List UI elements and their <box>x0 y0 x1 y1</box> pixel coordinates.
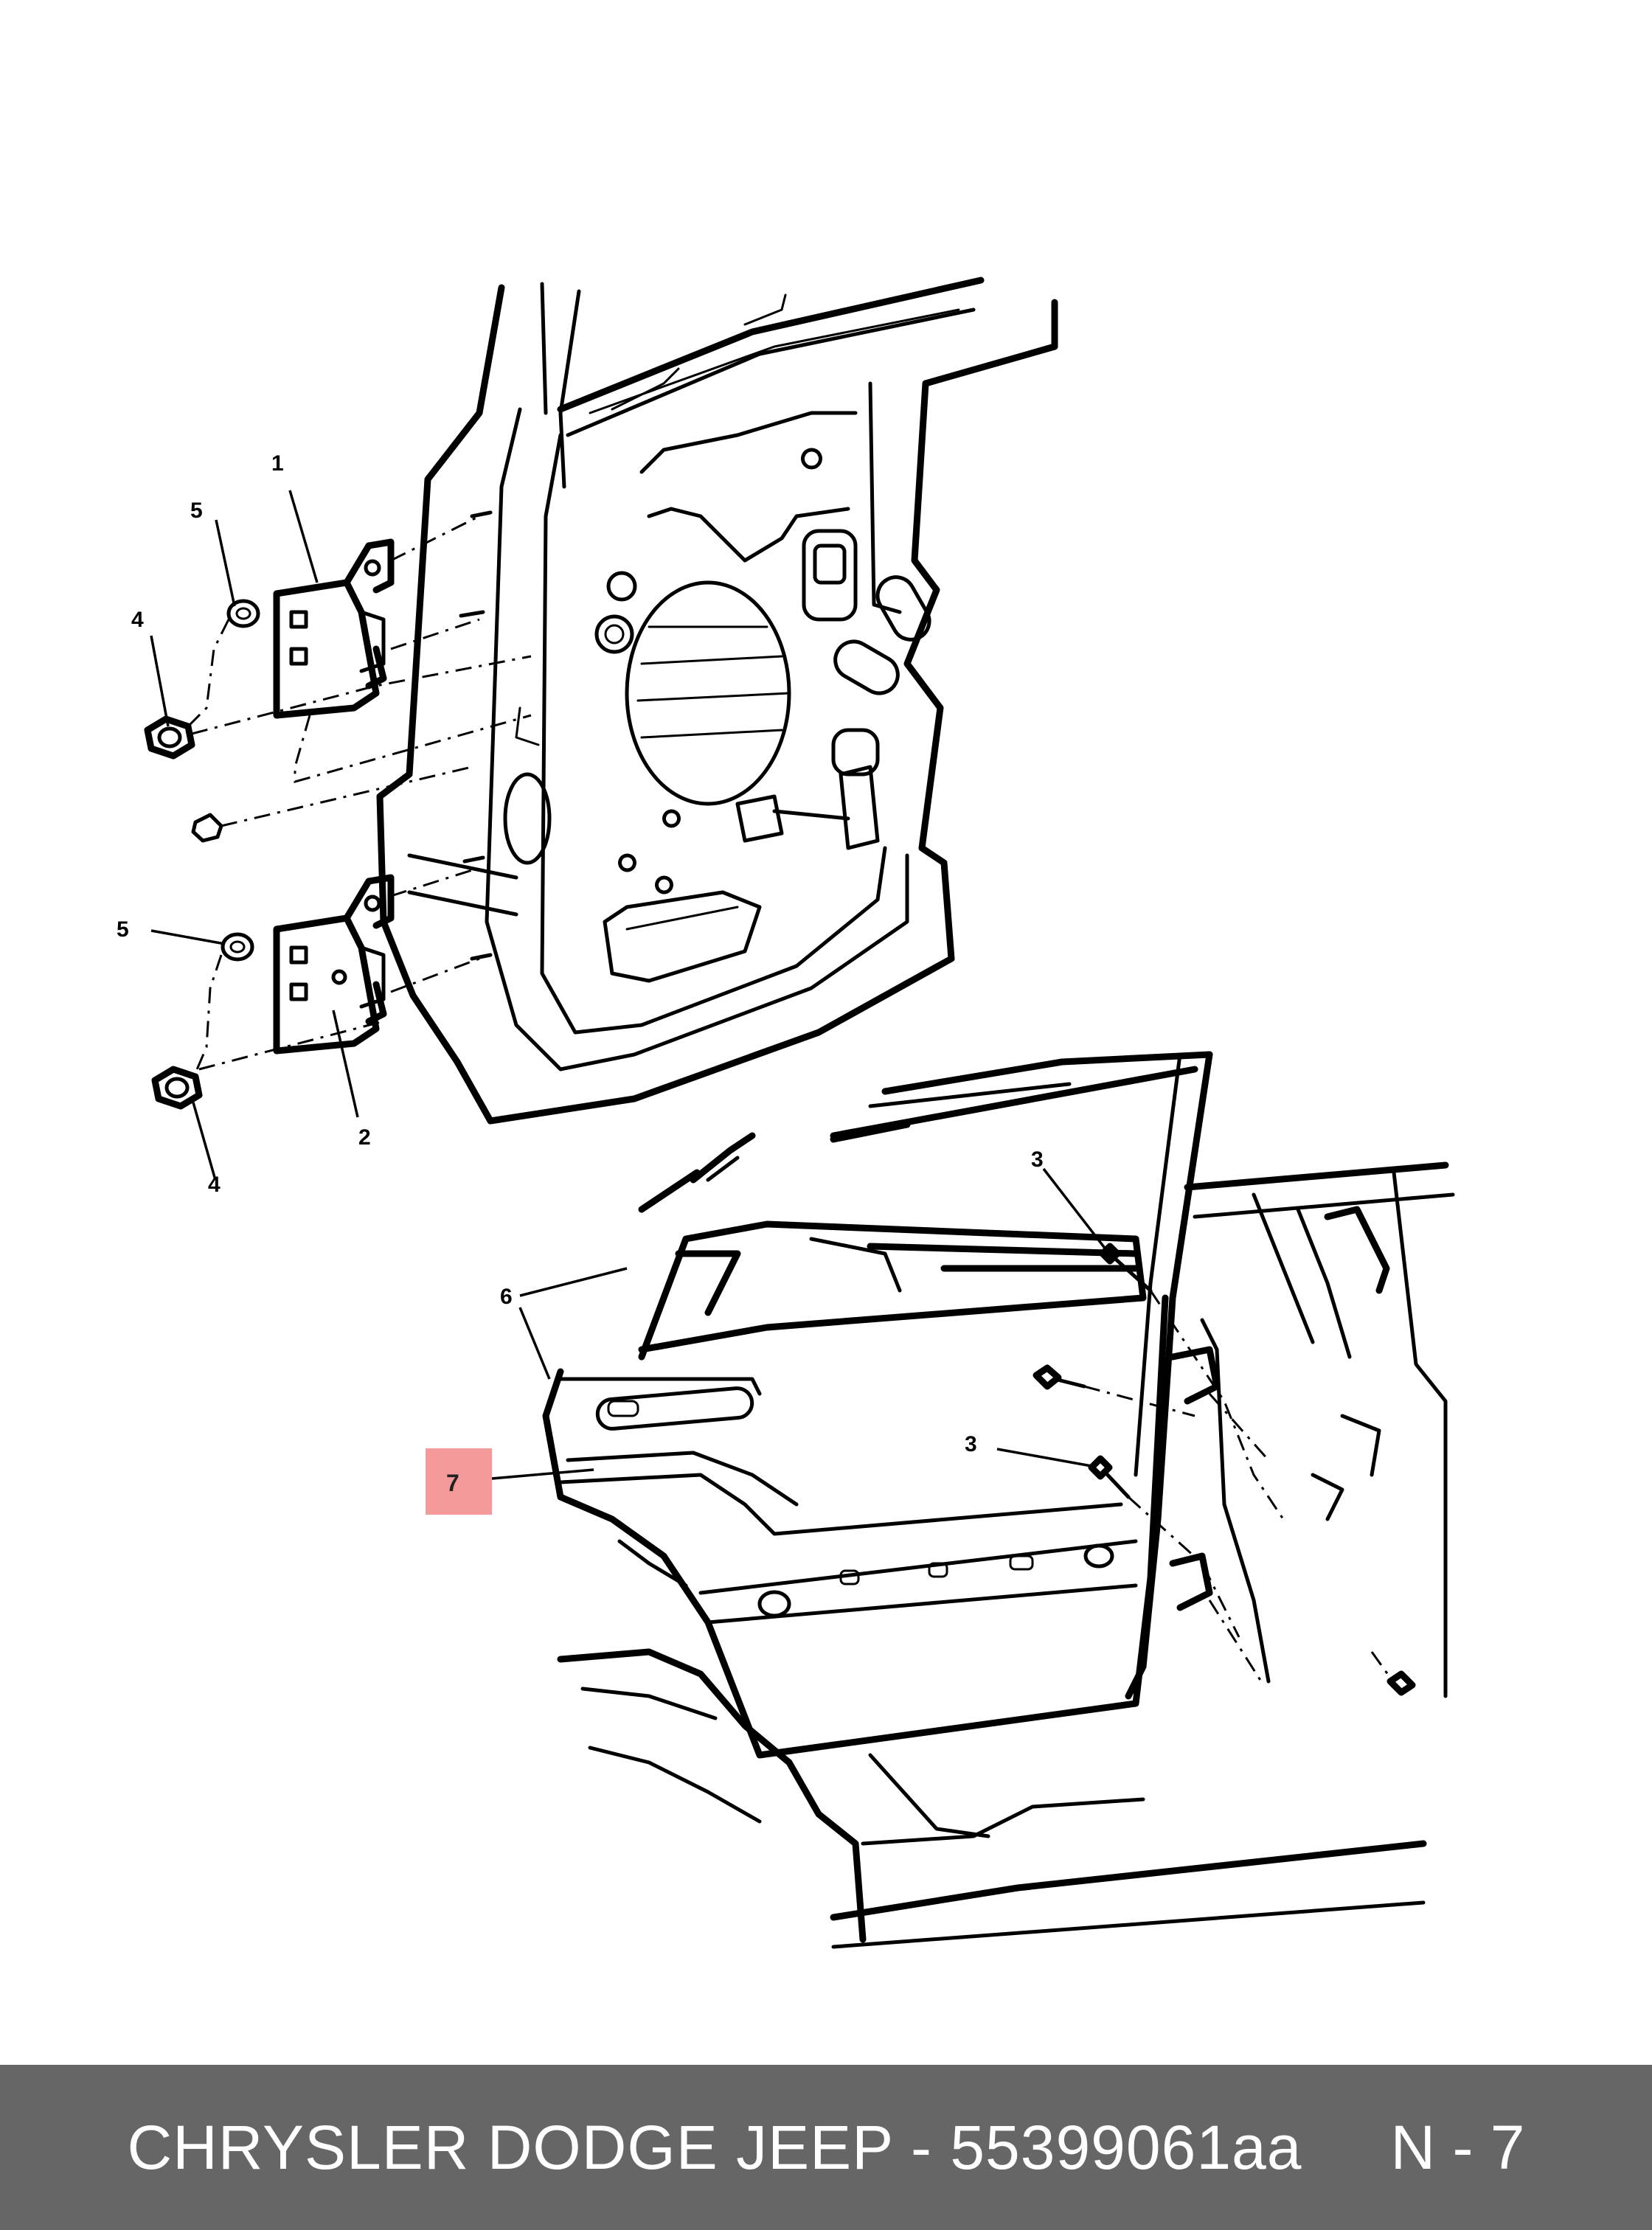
hinge-fasteners <box>144 510 493 1110</box>
alignment-lines <box>187 515 532 1074</box>
callout-7: 7 <box>446 1470 459 1496</box>
callout-3-upper: 3 <box>1031 1147 1044 1172</box>
callout-1: 1 <box>271 451 284 476</box>
rear-door-assembly <box>542 1051 1455 1949</box>
callout-labels: 1 5 4 5 2 4 3 3 6 7 <box>117 451 1044 1515</box>
door-inner-panel <box>376 277 1058 1125</box>
part-number-title: CHRYSLER DODGE JEEP - 55399061aa <box>127 2112 1302 2182</box>
callout-2: 2 <box>358 1125 371 1150</box>
footer-bar: CHRYSLER DODGE JEEP - 55399061aa N - 7 <box>0 2065 1652 2230</box>
lower-door-hinge <box>273 874 395 1055</box>
callout-5-upper: 5 <box>190 499 203 523</box>
callout-4-upper: 4 <box>131 608 144 632</box>
upper-door-hinge <box>273 538 395 719</box>
callout-4-lower: 4 <box>208 1173 221 1197</box>
callout-leaders <box>150 490 1108 1480</box>
callout-6: 6 <box>500 1285 513 1309</box>
callout-3-lower: 3 <box>965 1432 977 1456</box>
page-reference: N - 7 <box>1390 2112 1525 2182</box>
callout-7-highlight <box>426 1448 492 1515</box>
exploded-parts-diagram: 1 5 4 5 2 4 3 3 6 7 <box>117 277 1455 1949</box>
callout-5-lower: 5 <box>117 917 129 942</box>
